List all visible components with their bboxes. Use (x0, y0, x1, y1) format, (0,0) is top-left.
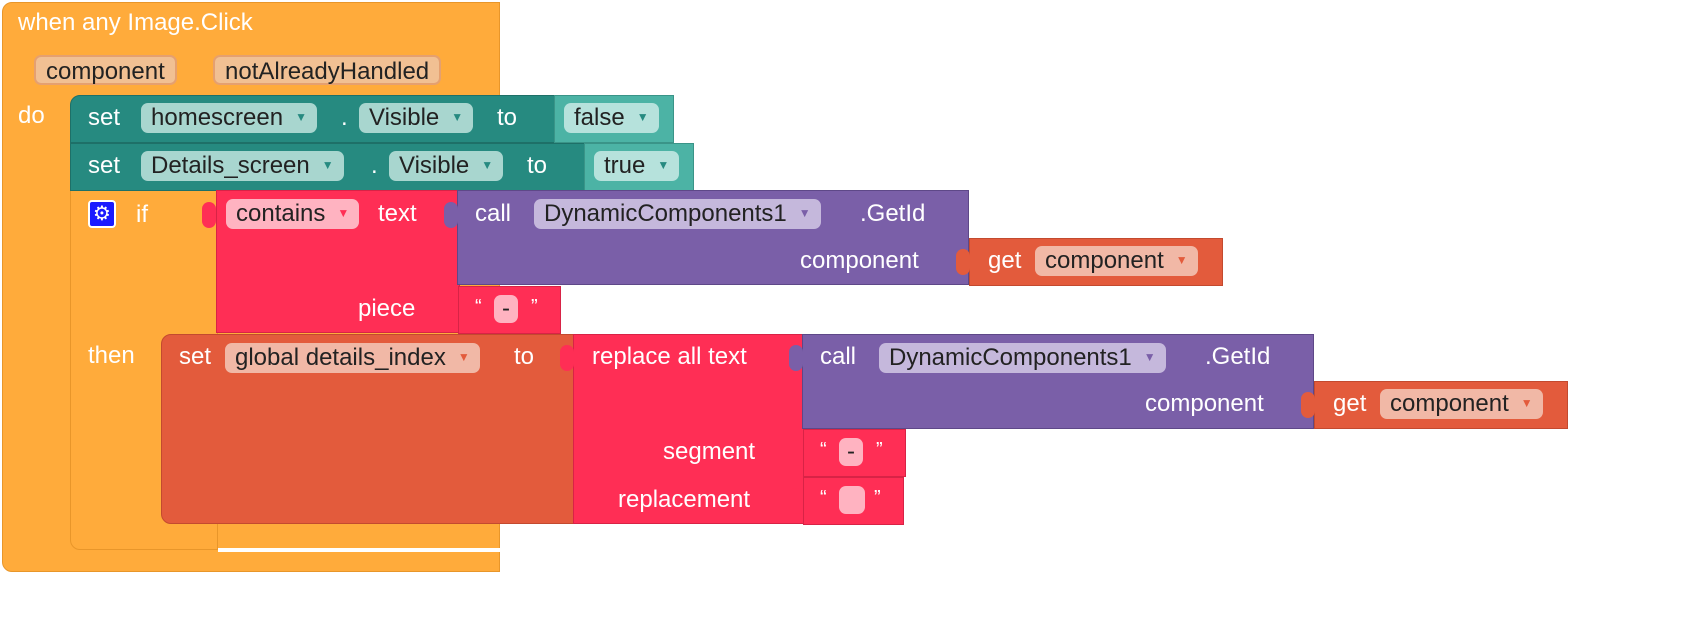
set2-set-label: set (88, 152, 121, 179)
chevron-down-icon: ▼ (481, 157, 494, 172)
replace-op-label: replace all text (592, 343, 747, 370)
chevron-down-icon: ▼ (451, 109, 464, 124)
replace-all-text-block[interactable] (573, 334, 804, 524)
chevron-down-icon: ▼ (657, 157, 670, 172)
replacement-left-tab (789, 488, 803, 514)
text-segment-block[interactable] (803, 429, 906, 477)
get2-var-name: component (1390, 390, 1509, 417)
call1-left-tab (444, 202, 458, 228)
get1-label: get (988, 247, 1022, 274)
set1-component-name: homescreen (151, 104, 284, 131)
call2-arg-label: component (1145, 390, 1264, 417)
replacement-close-quote: ” (874, 487, 881, 509)
set3-set-label: set (179, 343, 212, 370)
contains-piece-label: piece (358, 295, 416, 322)
replace-replacement-label: replacement (618, 486, 751, 513)
get2-var-dropdown[interactable]: component ▼ (1380, 389, 1543, 419)
get1-var-dropdown[interactable]: component ▼ (1035, 246, 1198, 276)
call1-call-label: call (475, 200, 512, 227)
gear-icon[interactable]: ⚙ (88, 200, 116, 228)
replace-left-tab (560, 345, 574, 371)
piece-close-quote: ” (531, 296, 538, 318)
set1-property-dropdown[interactable]: Visible ▼ (359, 103, 474, 133)
get2-left-tab (1301, 392, 1315, 418)
segment-text-field[interactable]: - (839, 438, 863, 466)
event-block-inner-gap (218, 548, 500, 552)
logic-false-value: false (574, 104, 625, 131)
get1-var-name: component (1045, 247, 1164, 274)
set3-var-name: global details_index (235, 344, 446, 371)
contains-op-dropdown[interactable]: contains ▼ (226, 199, 360, 229)
logic-true-dropdown[interactable]: true ▼ (594, 151, 680, 181)
chevron-down-icon: ▼ (337, 205, 350, 220)
replace-segment-label: segment (663, 438, 756, 465)
chevron-down-icon: ▼ (636, 109, 649, 124)
contains-text-label: text (378, 200, 417, 227)
contains-op: contains (236, 200, 326, 227)
logic-true-value: true (604, 152, 646, 179)
event-title: when any Image.Click (18, 9, 253, 36)
chevron-down-icon: ▼ (321, 157, 334, 172)
call2-component-dropdown[interactable]: DynamicComponents1 ▼ (879, 343, 1166, 373)
segment-open-quote: “ (820, 439, 827, 461)
segment-left-tab (789, 440, 803, 466)
get1-left-tab (956, 249, 970, 275)
replacement-text-field[interactable] (839, 486, 865, 514)
set2-dot: . (371, 152, 378, 179)
call2-component-name: DynamicComponents1 (889, 344, 1132, 371)
segment-close-quote: ” (876, 439, 883, 461)
set1-to-label: to (497, 104, 518, 131)
logic-false-dropdown[interactable]: false ▼ (564, 103, 659, 133)
set1-dot: . (341, 104, 348, 131)
piece-text-field[interactable]: - (494, 295, 518, 323)
set3-var-dropdown[interactable]: global details_index ▼ (225, 343, 480, 373)
chevron-down-icon: ▼ (1175, 252, 1188, 267)
call1-method: .GetId (860, 200, 926, 227)
then-label: then (88, 342, 135, 369)
call2-call-label: call (820, 343, 857, 370)
set2-component-dropdown[interactable]: Details_screen ▼ (141, 151, 344, 181)
set3-to-label: to (514, 343, 535, 370)
set1-set-label: set (88, 104, 121, 131)
chevron-down-icon: ▼ (295, 109, 307, 124)
set1-component-dropdown[interactable]: homescreen ▼ (141, 103, 317, 133)
set2-property-dropdown[interactable]: Visible ▼ (389, 151, 504, 181)
call1-arg-label: component (800, 247, 919, 274)
chevron-down-icon: ▼ (1143, 349, 1156, 364)
set1-property-name: Visible (369, 104, 440, 131)
contains-left-tab (202, 202, 216, 228)
piece-open-quote: “ (475, 296, 482, 318)
do-label: do (18, 102, 45, 129)
event-param-not-already-handled[interactable]: notAlreadyHandled (213, 55, 442, 85)
chevron-down-icon: ▼ (1520, 395, 1533, 410)
set2-to-label: to (527, 152, 548, 179)
event-param-component[interactable]: component (34, 55, 177, 85)
call2-left-tab (789, 345, 803, 371)
call1-component-name: DynamicComponents1 (544, 200, 787, 227)
chevron-down-icon: ▼ (457, 349, 470, 364)
chevron-down-icon: ▼ (798, 205, 811, 220)
if-label: if (136, 201, 148, 228)
call2-method: .GetId (1205, 343, 1271, 370)
get2-label: get (1333, 390, 1367, 417)
set2-property-name: Visible (399, 152, 470, 179)
piece-left-tab (444, 297, 458, 323)
call1-component-dropdown[interactable]: DynamicComponents1 ▼ (534, 199, 821, 229)
replacement-open-quote: “ (820, 487, 827, 509)
set2-component-name: Details_screen (151, 152, 310, 179)
